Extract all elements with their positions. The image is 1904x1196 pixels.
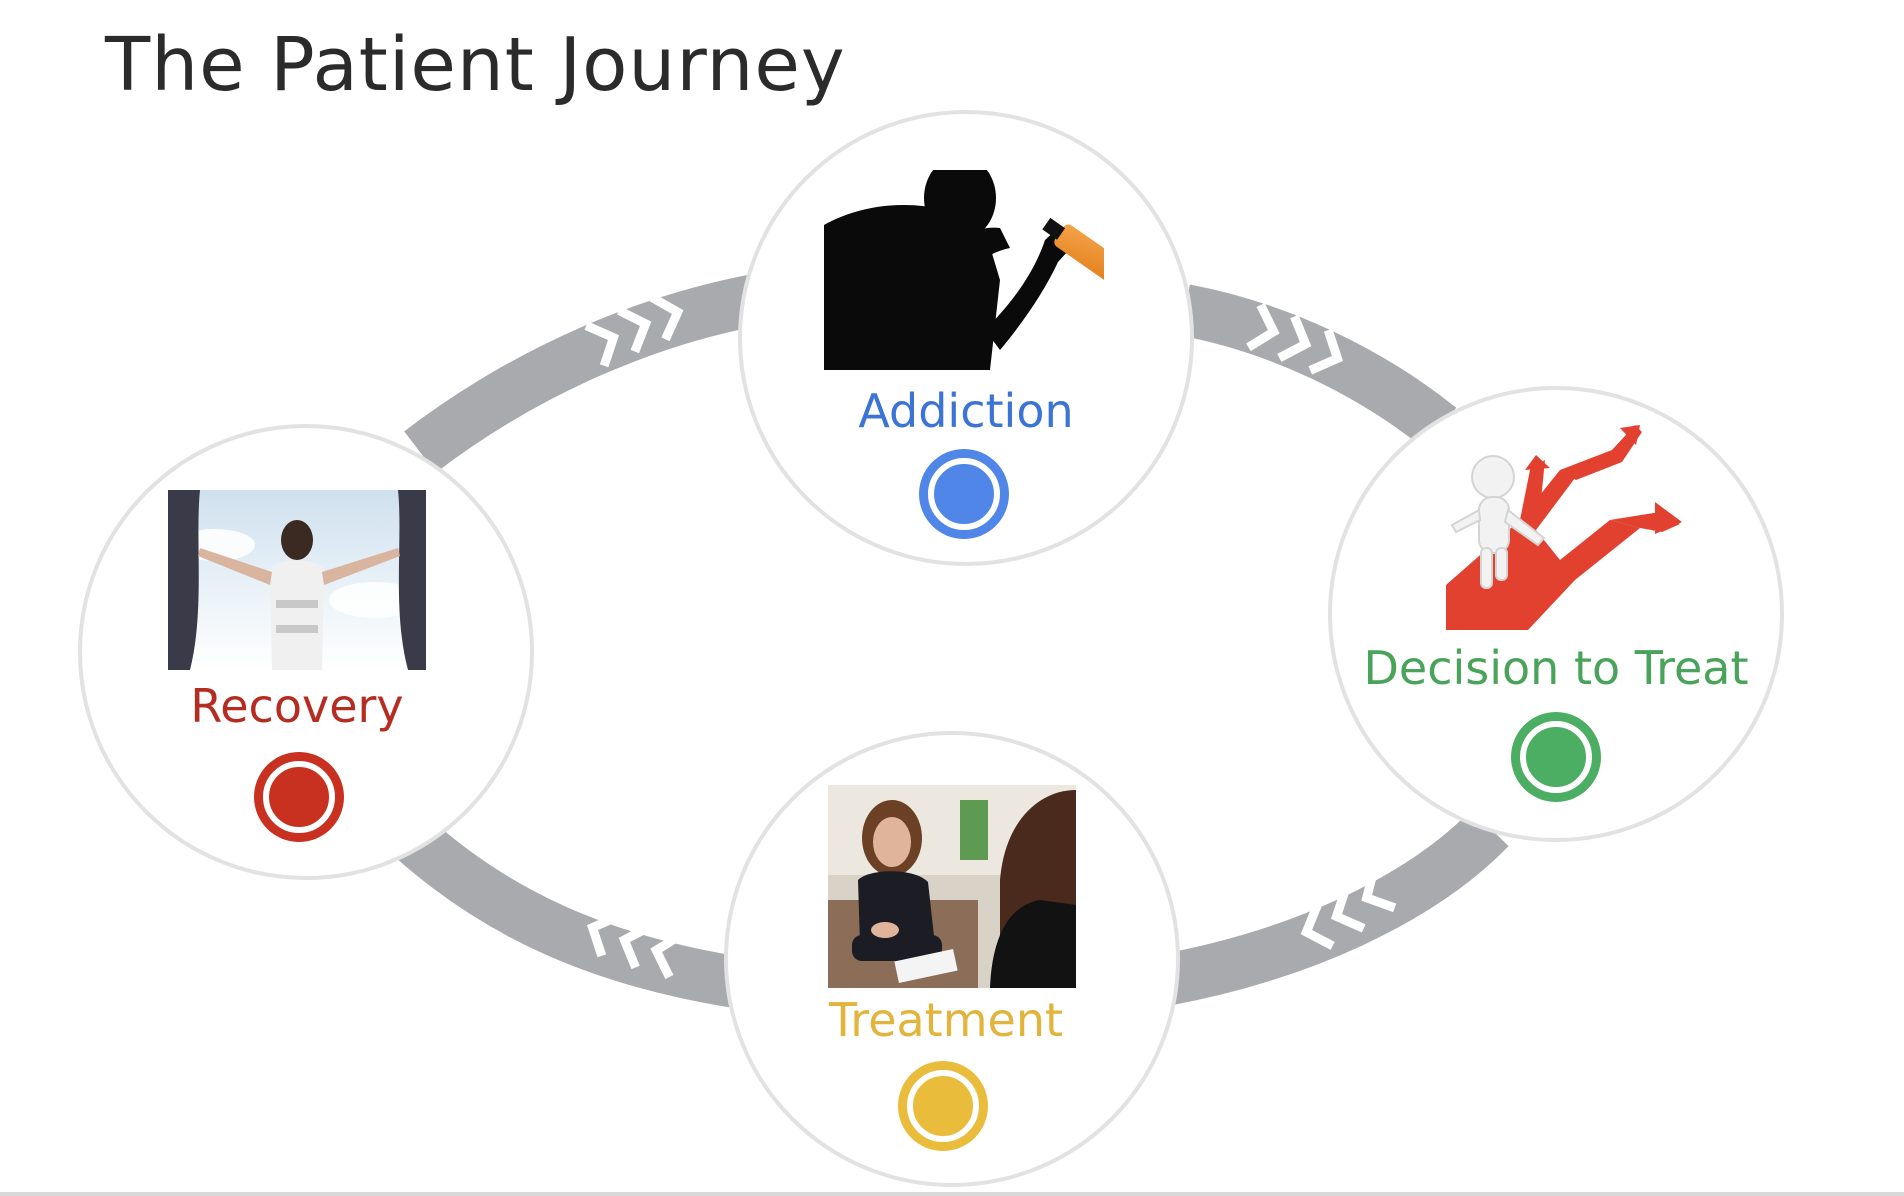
arrow-addiction-to-decision	[1180, 284, 1457, 449]
stage-indicator-treatment	[898, 1061, 988, 1151]
stage-label-addiction: Addiction	[858, 384, 1073, 438]
stage-circle	[1328, 386, 1784, 842]
arrow-decision-to-treatment	[1160, 809, 1509, 1006]
stage-addiction: Addiction	[738, 110, 1194, 566]
stage-decision-to-treat: Decision to Treat	[1328, 386, 1784, 842]
recovery-photo	[168, 490, 426, 670]
stage-indicator-addiction	[919, 449, 1009, 539]
stage-label-recovery: Recovery	[190, 679, 403, 733]
stage-indicator-recovery	[254, 752, 344, 842]
arrow-recovery-to-addiction	[404, 274, 760, 473]
stage-treatment: Treatment	[724, 731, 1180, 1187]
page-title: The Patient Journey	[105, 22, 846, 108]
arrow-treatment-to-recovery	[397, 820, 740, 1008]
treatment-photo	[828, 785, 1076, 988]
decision-3d-figure	[1446, 425, 1682, 630]
stage-recovery: Recovery	[78, 424, 534, 880]
stage-label-decision-to-treat: Decision to Treat	[1363, 641, 1748, 695]
stage-indicator-decision-to-treat	[1511, 712, 1601, 802]
addiction-photo	[824, 170, 1104, 370]
bottom-divider	[0, 1192, 1904, 1196]
stage-label-treatment: Treatment	[828, 993, 1063, 1047]
chevron-icon-group	[584, 293, 1397, 979]
